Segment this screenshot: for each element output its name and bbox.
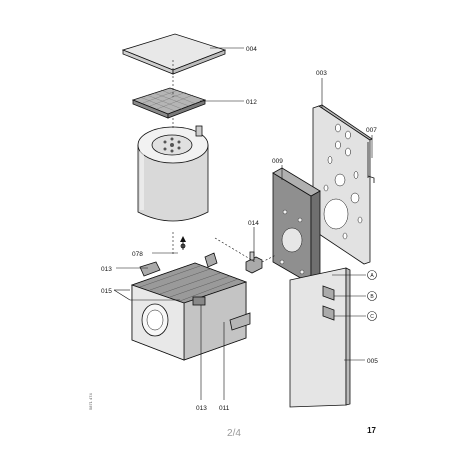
callout-c: C bbox=[367, 311, 377, 321]
page-indicator: 2/4 bbox=[227, 428, 241, 439]
label-009: 009 bbox=[272, 158, 283, 165]
label-078: 078 bbox=[132, 251, 143, 258]
cover-panel-part bbox=[121, 33, 227, 75]
screw-part bbox=[180, 236, 186, 250]
callout-b: B bbox=[367, 291, 377, 301]
assembly-guides bbox=[172, 60, 277, 263]
bracket-part bbox=[245, 251, 263, 274]
label-005: 005 bbox=[367, 358, 378, 365]
mounting-plate-part bbox=[272, 167, 321, 285]
filter-grid-part bbox=[131, 87, 207, 119]
leader-lines bbox=[113, 47, 373, 400]
label-013-top: 013 bbox=[101, 266, 112, 273]
callout-a-label: A bbox=[370, 273, 374, 279]
label-011: 011 bbox=[219, 405, 230, 412]
front-panel-part bbox=[289, 267, 351, 408]
label-013-bottom: 013 bbox=[196, 405, 207, 412]
label-004: 004 bbox=[246, 46, 257, 53]
burner-block-part bbox=[130, 243, 251, 361]
pin-part bbox=[367, 142, 375, 183]
callout-b-label: B bbox=[370, 294, 374, 300]
label-003: 003 bbox=[316, 70, 327, 77]
callout-c-label: C bbox=[370, 314, 374, 320]
label-007: 007 bbox=[366, 127, 377, 134]
label-012: 012 bbox=[246, 99, 257, 106]
label-015: 015 bbox=[101, 288, 112, 295]
callout-a: A bbox=[367, 270, 377, 280]
back-frame-part bbox=[312, 104, 373, 265]
cylinder-tank-part bbox=[137, 125, 209, 222]
document-code: 5871 474 bbox=[88, 393, 93, 410]
label-014: 014 bbox=[248, 220, 259, 227]
page-number: 17 bbox=[367, 426, 376, 435]
